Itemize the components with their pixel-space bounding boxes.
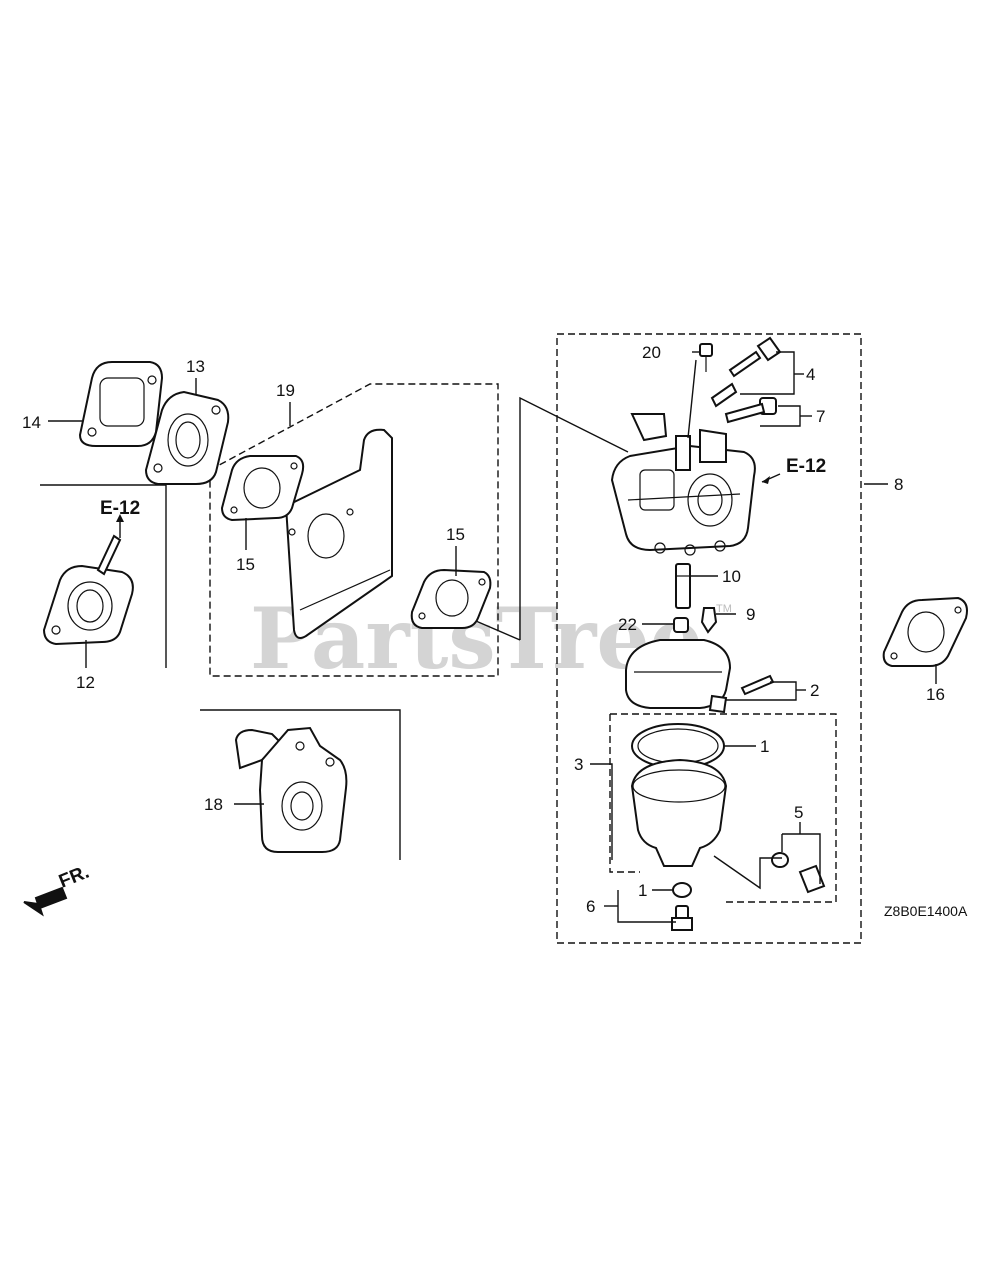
frame-3 [610,713,837,903]
callout-1-ring: 1 [760,737,769,756]
callout-10: 10 [722,567,741,586]
part-19-plate [284,428,393,639]
part-15-gasket-right [410,568,492,629]
part-14-gasket [78,361,164,447]
callout-16: 16 [926,685,945,704]
callout-15-left: 15 [236,555,255,574]
float [625,639,732,714]
callout-9: 9 [746,605,755,624]
part-2-pin [740,674,775,696]
frame-8 [556,333,862,944]
front-indicator: FR. [56,862,92,893]
callout-18: 18 [204,795,223,814]
part-5-drain [771,852,826,894]
callout-2: 2 [810,681,819,700]
float-bowl [630,758,728,867]
callout-19: 19 [276,381,295,400]
frame-19 [209,383,499,677]
ref-e12-right: E-12 [786,456,826,477]
callout-4: 4 [806,365,815,384]
bracket-18 [200,709,401,860]
callout-20: 20 [642,343,661,362]
callout-14: 14 [22,413,41,432]
part-15-gasket-left [220,455,305,522]
callout-7: 7 [816,407,825,426]
front-arrow-icon [23,886,68,917]
leader-lines [48,351,937,923]
callout-22: 22 [618,615,637,634]
part-16-gasket [882,596,968,667]
callout-13: 13 [186,357,205,376]
part-6-bolt [671,882,693,931]
callout-15-right: 15 [446,525,465,544]
callout-6: 6 [586,897,595,916]
part-12-insulator [42,534,134,646]
trademark: TM [716,603,732,615]
part-18-insulator [234,726,348,853]
part-13-insulator [144,390,230,485]
callout-3: 3 [574,755,583,774]
callout-12: 12 [76,673,95,692]
ref-e12-left: E-12 [100,498,140,519]
part-10-nozzle [675,563,691,609]
part-9-needle [700,607,718,634]
frame-3-left [609,714,640,873]
part-20-screw [699,343,713,372]
part-4-screw [710,336,782,408]
diagram-code: Z8B0E1400A [884,903,968,919]
part-7-screw [724,397,777,424]
callout-8: 8 [894,475,903,494]
callout-1-washer: 1 [638,881,647,900]
carburetor-body [610,413,756,556]
part-22-jet [673,617,689,633]
callout-5: 5 [794,803,803,822]
connector-19-8 [519,396,629,640]
